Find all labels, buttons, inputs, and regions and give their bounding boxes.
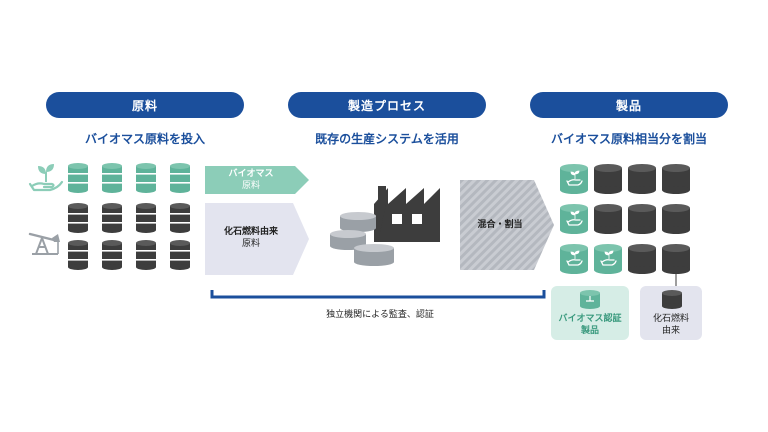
fossil-input-label: 化石燃料由来 原料 — [223, 227, 278, 249]
certified-product-label: バイオマス認証 製品 — [558, 314, 622, 336]
biomass-input-arrow — [205, 166, 309, 194]
fossil-product-label: 化石燃料 由来 — [652, 314, 689, 336]
barrel-row-biomass — [68, 163, 190, 193]
hand-sprout-icon — [28, 164, 64, 192]
fossil-product-barrel — [662, 290, 682, 309]
barrel-row-fossil-1 — [68, 203, 190, 233]
biomass-input-label: バイオマス 原料 — [228, 169, 274, 191]
storage-tanks-icon — [330, 212, 394, 266]
mix-allocation-label: 混合・割当 — [477, 220, 523, 230]
header-products: 製品 — [530, 92, 728, 118]
header-materials: 原料 — [46, 92, 244, 118]
subtitle-products: バイオマス原料相当分を割当 — [550, 132, 707, 146]
certified-product-barrel — [580, 290, 600, 309]
header-process: 製造プロセス — [288, 92, 486, 118]
factory-icon — [374, 186, 440, 242]
mix-allocation-arrow — [460, 180, 554, 270]
barrel-row-fossil-2 — [68, 240, 190, 270]
subtitle-materials: バイオマス原料を投入 — [84, 132, 205, 146]
oil-pump-icon — [28, 232, 60, 255]
audit-label: 独立機関による監査、認証 — [326, 310, 434, 320]
subtitle-process: 既存の生産システムを活用 — [315, 132, 459, 146]
fossil-input-arrow — [205, 203, 309, 275]
